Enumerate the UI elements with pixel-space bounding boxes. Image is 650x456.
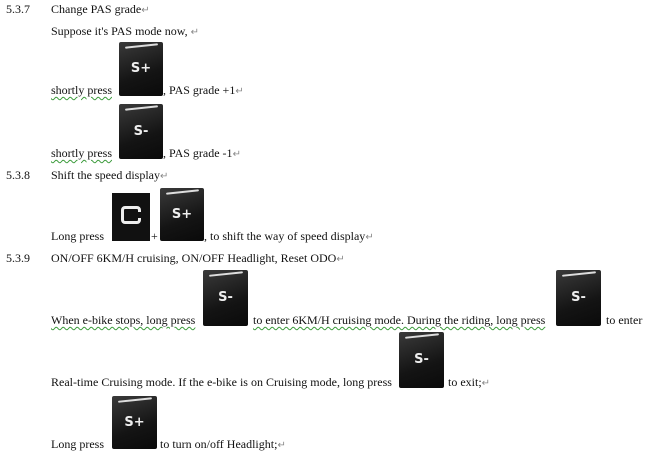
text: shortly press bbox=[51, 146, 112, 160]
text: Long press bbox=[51, 437, 104, 451]
text: to enter bbox=[606, 313, 643, 327]
mode-button-image bbox=[112, 193, 150, 241]
text: Long press bbox=[51, 229, 104, 243]
section-number: 5.3.9 bbox=[6, 251, 30, 265]
s-minus-button-image: S- bbox=[399, 332, 444, 388]
paragraph: Suppose it's PAS mode now, ↵ bbox=[51, 24, 200, 38]
text: Real-time Cruising mode. If the e-bike i… bbox=[51, 375, 392, 389]
text: When e-bike stops, long press bbox=[51, 313, 196, 327]
s-plus-button-image: S+ bbox=[119, 42, 163, 96]
section-title: Shift the speed display↵ bbox=[51, 168, 169, 182]
s-plus-button-image: S+ bbox=[160, 188, 204, 241]
section-title: ON/OFF 6KM/H cruising, ON/OFF Headlight,… bbox=[51, 251, 345, 265]
text: , PAS grade -1↵ bbox=[163, 146, 241, 160]
text: to enter 6KM/H cruising mode. During the… bbox=[253, 313, 546, 327]
s-minus-button-image: S- bbox=[556, 270, 601, 326]
s-plus-button-image: S+ bbox=[112, 396, 157, 449]
text: to turn on/off Headlight;↵ bbox=[160, 437, 286, 451]
text: , to shift the way of speed display↵ bbox=[204, 229, 374, 243]
section-title: Change PAS grade↵ bbox=[51, 2, 150, 16]
text: to exit;↵ bbox=[448, 375, 491, 389]
section-number: 5.3.8 bbox=[6, 168, 30, 182]
s-minus-button-image: S- bbox=[119, 104, 163, 159]
section-number: 5.3.7 bbox=[6, 2, 30, 16]
text: shortly press bbox=[51, 83, 112, 97]
s-minus-button-image: S- bbox=[203, 270, 248, 326]
text: + bbox=[151, 229, 158, 243]
text: , PAS grade +1↵ bbox=[163, 83, 244, 97]
